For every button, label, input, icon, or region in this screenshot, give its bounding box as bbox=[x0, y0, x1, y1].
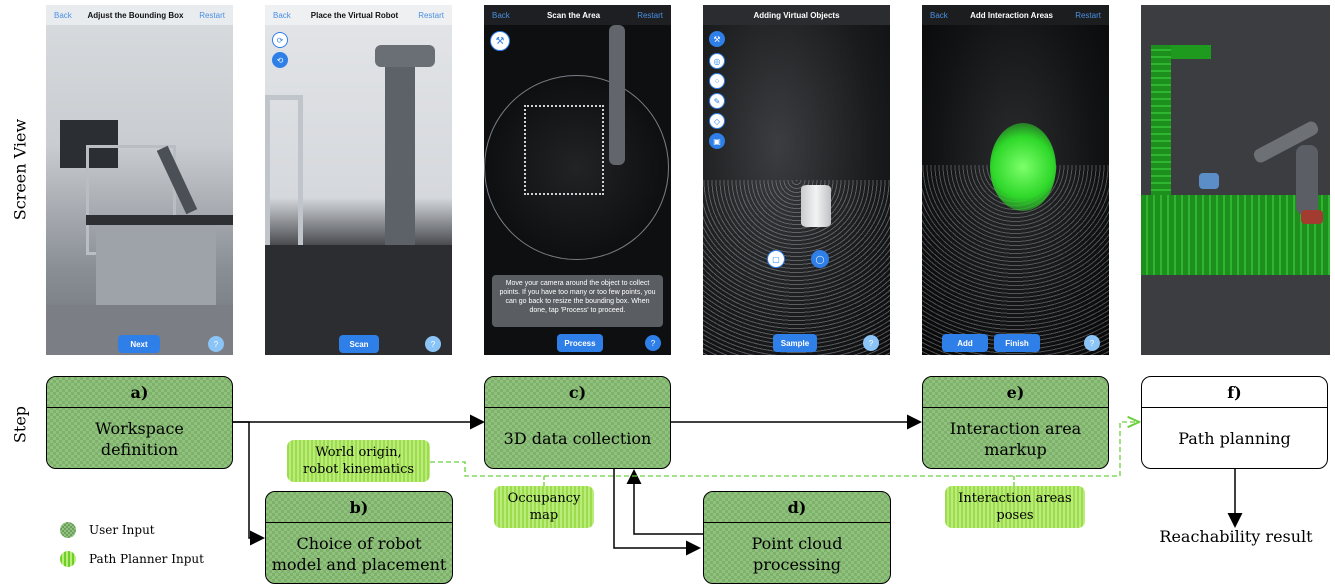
legend-planner-label: Path Planner Input bbox=[89, 552, 204, 566]
back-link[interactable]: Back bbox=[492, 10, 510, 20]
note-line: map bbox=[529, 508, 559, 523]
legend-planner-swatch bbox=[60, 551, 76, 567]
step-text-line: processing bbox=[752, 554, 842, 574]
step-text: Path planning bbox=[1142, 408, 1327, 468]
restart-link[interactable]: Restart bbox=[1075, 10, 1101, 20]
instruction-message: Move your camera around the object to co… bbox=[492, 275, 663, 327]
panel-title: Add Interaction Areas bbox=[970, 10, 1053, 20]
interaction-area-blob bbox=[990, 123, 1056, 211]
step-e-interaction-area-markup: e) Interaction area markup bbox=[922, 376, 1109, 469]
step-text-line: Path planning bbox=[1178, 429, 1291, 448]
finish-button[interactable]: Finish bbox=[994, 334, 1040, 352]
step-d-point-cloud-processing: d) Point cloud processing bbox=[703, 491, 891, 584]
screen-view-label: Screen View bbox=[10, 118, 30, 221]
help-button[interactable]: ? bbox=[425, 336, 441, 352]
brush-icon[interactable]: ✎ bbox=[709, 93, 725, 109]
scatter-icon[interactable]: ⁘ bbox=[709, 73, 725, 89]
note-interaction-area-poses: Interaction areas poses bbox=[945, 486, 1085, 528]
note-occupancy-map: Occupancy map bbox=[494, 486, 594, 528]
help-button[interactable]: ? bbox=[1084, 335, 1100, 351]
note-line: World origin, bbox=[315, 445, 402, 460]
screenshot-place-virtual-robot: Back Place the Virtual Robot Restart ⟳ ⟲… bbox=[265, 5, 452, 355]
step-text: Point cloud processing bbox=[704, 523, 890, 583]
step-label: Step bbox=[10, 405, 30, 444]
nav-bar: Back Place the Virtual Robot Restart bbox=[265, 5, 452, 25]
arrow-c-to-d bbox=[613, 469, 701, 556]
panel-title: Adjust the Bounding Box bbox=[87, 10, 184, 20]
legend-user-label: User Input bbox=[89, 523, 155, 537]
sample-button[interactable]: Sample bbox=[773, 334, 817, 352]
screenshot-adding-virtual-objects: Adding Virtual Objects ⚒ ◎ ⁘ ✎ ◇ ▣ ▢ ◯ S… bbox=[703, 5, 890, 355]
hammer-icon[interactable]: ⚒ bbox=[490, 31, 510, 51]
step-a-workspace-definition: a) Workspace definition bbox=[46, 376, 233, 469]
note-line: Occupancy bbox=[507, 491, 581, 506]
panel-title: Place the Virtual Robot bbox=[310, 10, 399, 20]
hammer-icon[interactable]: ⚒ bbox=[709, 31, 725, 47]
back-link[interactable]: Back bbox=[930, 10, 948, 20]
step-text-line: Workspace bbox=[95, 418, 184, 438]
help-button[interactable]: ? bbox=[208, 336, 224, 352]
note-line: poses bbox=[996, 508, 1034, 523]
arrow-a-to-b bbox=[233, 421, 265, 546]
step-text: 3D data collection bbox=[485, 408, 670, 468]
step-text-line: markup bbox=[984, 439, 1047, 459]
legend-user-swatch bbox=[60, 522, 76, 538]
step-text-line: definition bbox=[100, 439, 179, 459]
step-c-3d-data-collection: c) 3D data collection bbox=[484, 376, 671, 469]
screenshot-scan-area: Back Scan the Area Restart ⚒ Move your c… bbox=[484, 5, 671, 355]
step-text: Workspace definition bbox=[47, 408, 232, 468]
screenshot-path-planner-view bbox=[1141, 5, 1330, 355]
note-world-origin-kinematics: World origin, robot kinematics bbox=[287, 440, 430, 482]
note-line: Interaction areas bbox=[958, 491, 1072, 506]
arrow-d-to-c bbox=[626, 469, 704, 535]
process-button[interactable]: Process bbox=[557, 334, 603, 352]
screenshot-adjust-bounding-box: Back Adjust the Bounding Box Restart Nex… bbox=[46, 5, 233, 355]
add-cube-icon[interactable]: ▢ bbox=[767, 250, 785, 268]
nav-bar: Adding Virtual Objects bbox=[703, 5, 890, 25]
nav-bar: Back Add Interaction Areas Restart bbox=[922, 5, 1109, 25]
step-letter: b) bbox=[266, 492, 452, 523]
add-cylinder-icon[interactable]: ◯ bbox=[811, 250, 829, 268]
rotate-icon[interactable]: ⟳ bbox=[272, 32, 288, 48]
note-line: robot kinematics bbox=[302, 462, 415, 477]
help-button[interactable]: ? bbox=[645, 335, 661, 351]
restart-link[interactable]: Restart bbox=[418, 10, 444, 20]
scale-icon[interactable]: ⟲ bbox=[272, 52, 288, 68]
panel-title: Scan the Area bbox=[546, 10, 601, 20]
step-letter: c) bbox=[485, 377, 670, 408]
nav-bar: Back Scan the Area Restart bbox=[484, 5, 671, 25]
step-letter: e) bbox=[923, 377, 1108, 408]
step-letter: f) bbox=[1142, 377, 1327, 408]
help-button[interactable]: ? bbox=[863, 335, 879, 351]
restart-link[interactable]: Restart bbox=[637, 10, 663, 20]
step-text: Interaction area markup bbox=[923, 408, 1108, 468]
step-f-path-planning: f) Path planning bbox=[1141, 376, 1328, 469]
step-text-line: Interaction area bbox=[949, 418, 1082, 438]
step-text-line: model and placement bbox=[271, 554, 447, 574]
eraser-icon[interactable]: ◇ bbox=[709, 113, 725, 129]
target-icon[interactable]: ◎ bbox=[709, 53, 725, 69]
step-text-line: 3D data collection bbox=[503, 429, 652, 448]
step-text-line: Point cloud bbox=[751, 533, 843, 553]
step-letter: d) bbox=[704, 492, 890, 523]
add-button[interactable]: Add bbox=[942, 334, 988, 352]
restart-link[interactable]: Restart bbox=[199, 10, 225, 20]
step-text-line: Choice of robot bbox=[296, 533, 422, 553]
step-b-robot-choice: b) Choice of robot model and placement bbox=[265, 491, 453, 584]
back-link[interactable]: Back bbox=[273, 10, 291, 20]
nav-bar: Back Adjust the Bounding Box Restart bbox=[46, 5, 233, 25]
reachability-result: Reachability result bbox=[1159, 527, 1313, 546]
cube-icon[interactable]: ▣ bbox=[709, 133, 725, 149]
next-button[interactable]: Next bbox=[118, 335, 160, 353]
panel-title: Adding Virtual Objects bbox=[753, 10, 840, 20]
screenshot-add-interaction-areas: Back Add Interaction Areas Restart Add F… bbox=[922, 5, 1109, 355]
step-letter: a) bbox=[47, 377, 232, 408]
back-link[interactable]: Back bbox=[54, 10, 72, 20]
scan-button[interactable]: Scan bbox=[339, 335, 379, 353]
step-text: Choice of robot model and placement bbox=[266, 523, 452, 583]
